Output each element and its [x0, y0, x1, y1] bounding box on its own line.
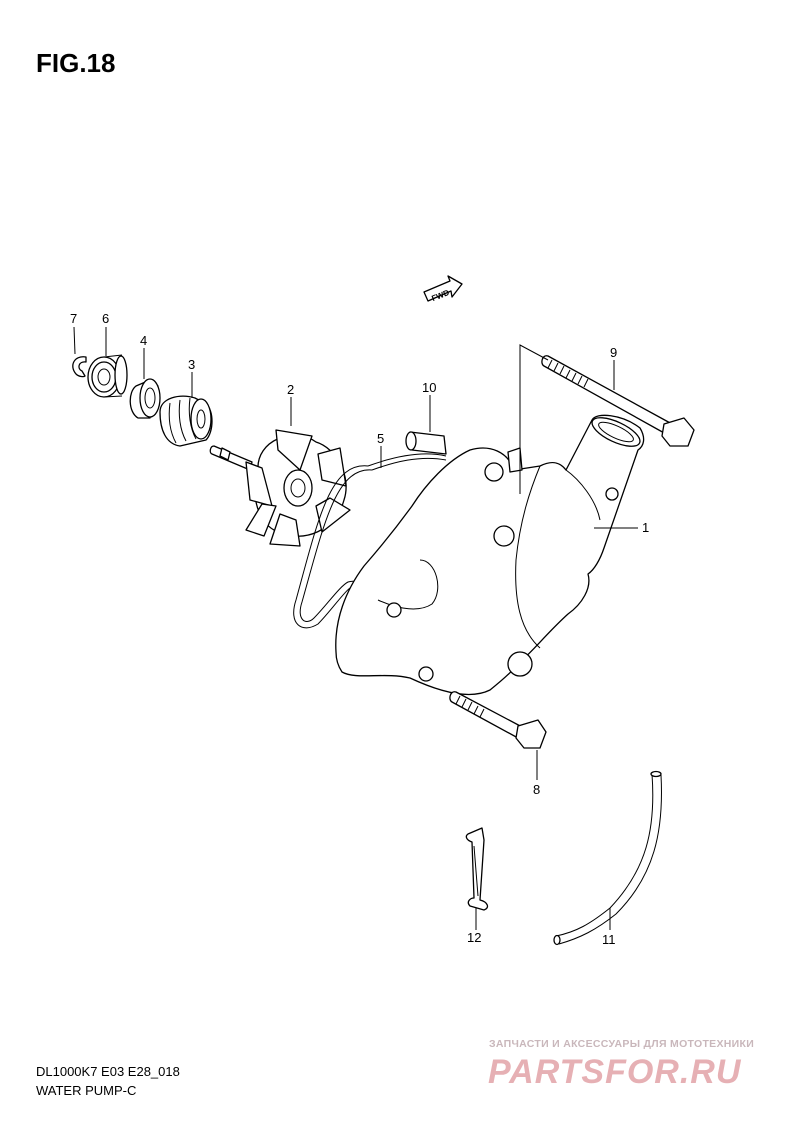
callout-8: 8	[533, 782, 540, 797]
callout-7: 7	[70, 311, 77, 326]
figure-caption: WATER PUMP-C	[36, 1083, 137, 1098]
oil-seal-part[interactable]	[129, 378, 161, 419]
callout-1: 1	[642, 520, 649, 535]
callout-12: 12	[467, 930, 481, 945]
leader-lines	[73, 326, 638, 930]
callout-11: 11	[602, 932, 616, 947]
dowel-pin-part[interactable]	[405, 431, 447, 455]
mechanical-seal-part[interactable]	[159, 395, 213, 447]
callout-2: 2	[287, 382, 294, 397]
long-bolt-part[interactable]	[541, 355, 695, 447]
callout-5: 5	[377, 431, 384, 446]
callout-3: 3	[188, 357, 195, 372]
watermark-tagline: ЗАПЧАСТИ И АКСЕССУАРЫ ДЛЯ МОТОТЕХНИКИ	[489, 1038, 755, 1050]
callout-10: 10	[422, 380, 436, 395]
fwd-arrow-icon: FWD	[423, 275, 463, 303]
callout-4: 4	[140, 333, 147, 348]
figure-footer: DL1000K7 E03 E28_018 WATER PUMP-C	[36, 1062, 180, 1100]
figure-title: FIG.18	[36, 48, 116, 78]
circlip-part[interactable]	[72, 356, 87, 378]
clamp-part[interactable]	[465, 827, 489, 911]
svg-text:PARTSFOR.RU: PARTSFOR.RU	[488, 1053, 742, 1091]
short-bolt-part[interactable]	[449, 691, 547, 749]
callout-9: 9	[610, 345, 617, 360]
model-code: DL1000K7 E03 E28_018	[36, 1064, 180, 1079]
impeller-part[interactable]	[209, 429, 351, 547]
water-pump-case-part[interactable]	[335, 412, 645, 696]
breather-hose-part[interactable]	[553, 770, 662, 946]
partsfor-logo: PARTSFOR.RU	[488, 1053, 742, 1091]
callout-6: 6	[102, 311, 109, 326]
bearing-part[interactable]	[87, 354, 128, 398]
